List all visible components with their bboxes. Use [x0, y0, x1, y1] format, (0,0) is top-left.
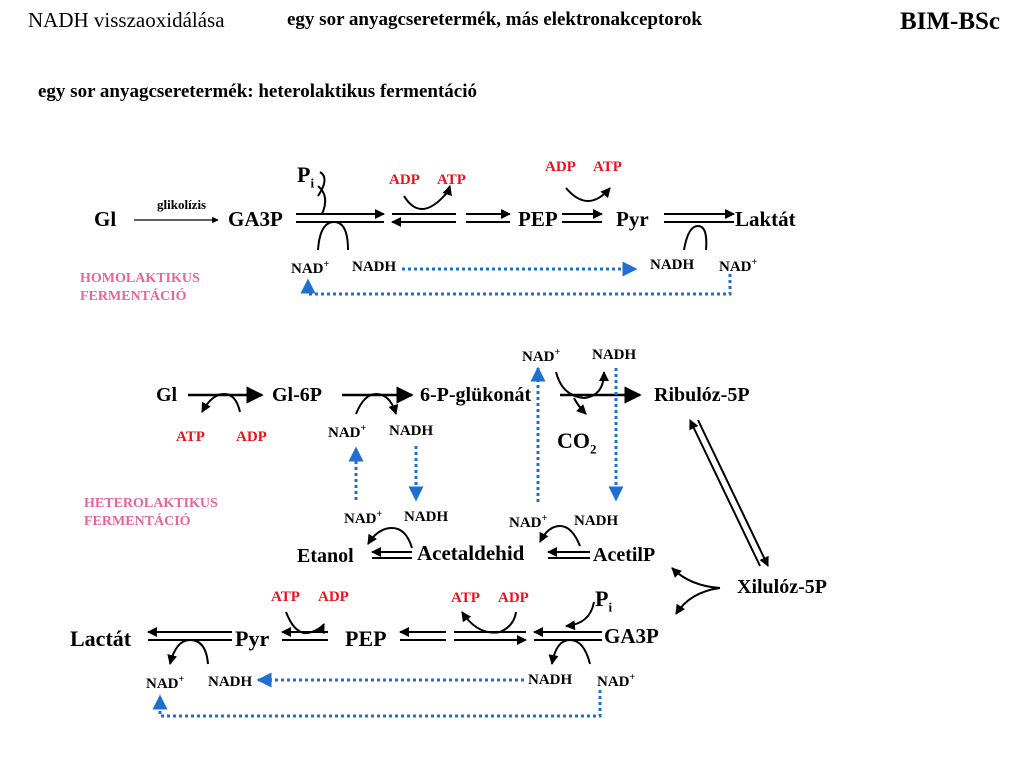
header-course-code: BIM-BSc — [900, 8, 1000, 35]
hetero-nad-c: NAD+ — [522, 347, 561, 365]
homo-arrows — [134, 171, 735, 251]
hetero-section-label: HETEROLAKTIKUS FERMENTÁCIÓ — [84, 496, 218, 530]
hetero-metabolite-xiluloz: Xilulóz-5P — [737, 576, 827, 598]
hetero-middle-arrows — [367, 524, 590, 559]
homo-pi: Pi — [297, 162, 315, 191]
hetero-metabolite-acetaldehid: Acetaldehid — [417, 541, 525, 565]
page-subtitle: egy sor anyagcseretermék: heterolaktikus… — [38, 81, 478, 102]
homo-nadh-left: NADH — [352, 259, 397, 275]
homo-section-label: HOMOLAKTIKUS FERMENTÁCIÓ — [80, 271, 200, 305]
homo-nad-left: NAD+ — [291, 259, 330, 277]
header-topic: NADH visszaoxidálása — [28, 8, 225, 32]
hetero-metabolite-6pglukonat: 6-P-glükonát — [420, 384, 532, 406]
hetero-metabolite-etanol: Etanol — [297, 545, 354, 567]
hetero-metabolite-pep: PEP — [345, 626, 387, 651]
hetero-atp-1: ATP — [271, 589, 300, 605]
hetero-nadh-a: NADH — [389, 423, 434, 439]
hetero-adp-2: ADP — [498, 590, 529, 606]
hetero-atp-2: ATP — [451, 590, 480, 606]
homo-glycolysis-label: glikolízis — [157, 197, 207, 212]
hetero-metabolite-ga3p: GA3P — [604, 624, 659, 648]
hetero-nadh-b: NADH — [404, 509, 449, 525]
hetero-arrows — [188, 371, 769, 615]
hetero-pi: Pi — [595, 586, 613, 615]
hetero-metabolite-lactat: Lactát — [70, 626, 132, 651]
hetero-nadh-bottom-right: NADH — [528, 672, 573, 688]
homo-metabolite-pep: PEP — [518, 207, 558, 231]
hetero-nad-a: NAD+ — [328, 423, 367, 441]
homo-adp-2: ADP — [545, 159, 576, 175]
hetero-nadh-shuttles — [348, 366, 624, 502]
hetero-co2: CO2 — [557, 428, 597, 457]
hetero-nadh-c: NADH — [592, 347, 637, 363]
hetero-bottom-shuttle — [152, 672, 602, 718]
hetero-nad-bottom-right: NAD+ — [597, 672, 636, 690]
hetero-metabolite-acetilp: AcetilP — [593, 544, 656, 566]
homo-adp-1: ADP — [389, 172, 420, 188]
hetero-nadh-bottom-left: NADH — [208, 674, 253, 690]
hetero-adp-1: ADP — [318, 589, 349, 605]
hetero-metabolite-gl6p: Gl-6P — [272, 384, 322, 406]
hetero-nad-bottom-left: NAD+ — [146, 674, 185, 692]
homo-metabolite-pyr: Pyr — [616, 207, 649, 231]
homo-atp-1: ATP — [437, 172, 466, 188]
homo-nad-right: NAD+ — [719, 257, 758, 275]
hetero-metabolite-pyr: Pyr — [235, 626, 270, 651]
hetero-atp-top: ATP — [176, 429, 205, 445]
hetero-nad-b: NAD+ — [344, 509, 383, 527]
header-subtopic: egy sor anyagcseretermék, más elektronak… — [287, 9, 702, 30]
hetero-nadh-d: NADH — [574, 513, 619, 529]
hetero-nad-d: NAD+ — [509, 513, 548, 531]
hetero-bottom-arrows — [147, 601, 602, 665]
homo-metabolite-laktat: Laktát — [735, 207, 796, 231]
homo-atp-2: ATP — [593, 159, 622, 175]
homo-nadh-shuttle — [300, 261, 732, 296]
homo-metabolite-ga3p: GA3P — [228, 207, 283, 231]
homo-nadh-right: NADH — [650, 257, 695, 273]
homo-metabolite-gl: Gl — [94, 207, 117, 231]
hetero-adp-top: ADP — [236, 429, 267, 445]
hetero-metabolite-gl: Gl — [156, 384, 178, 406]
hetero-metabolite-ribuloz: Ribulóz-5P — [654, 384, 750, 406]
